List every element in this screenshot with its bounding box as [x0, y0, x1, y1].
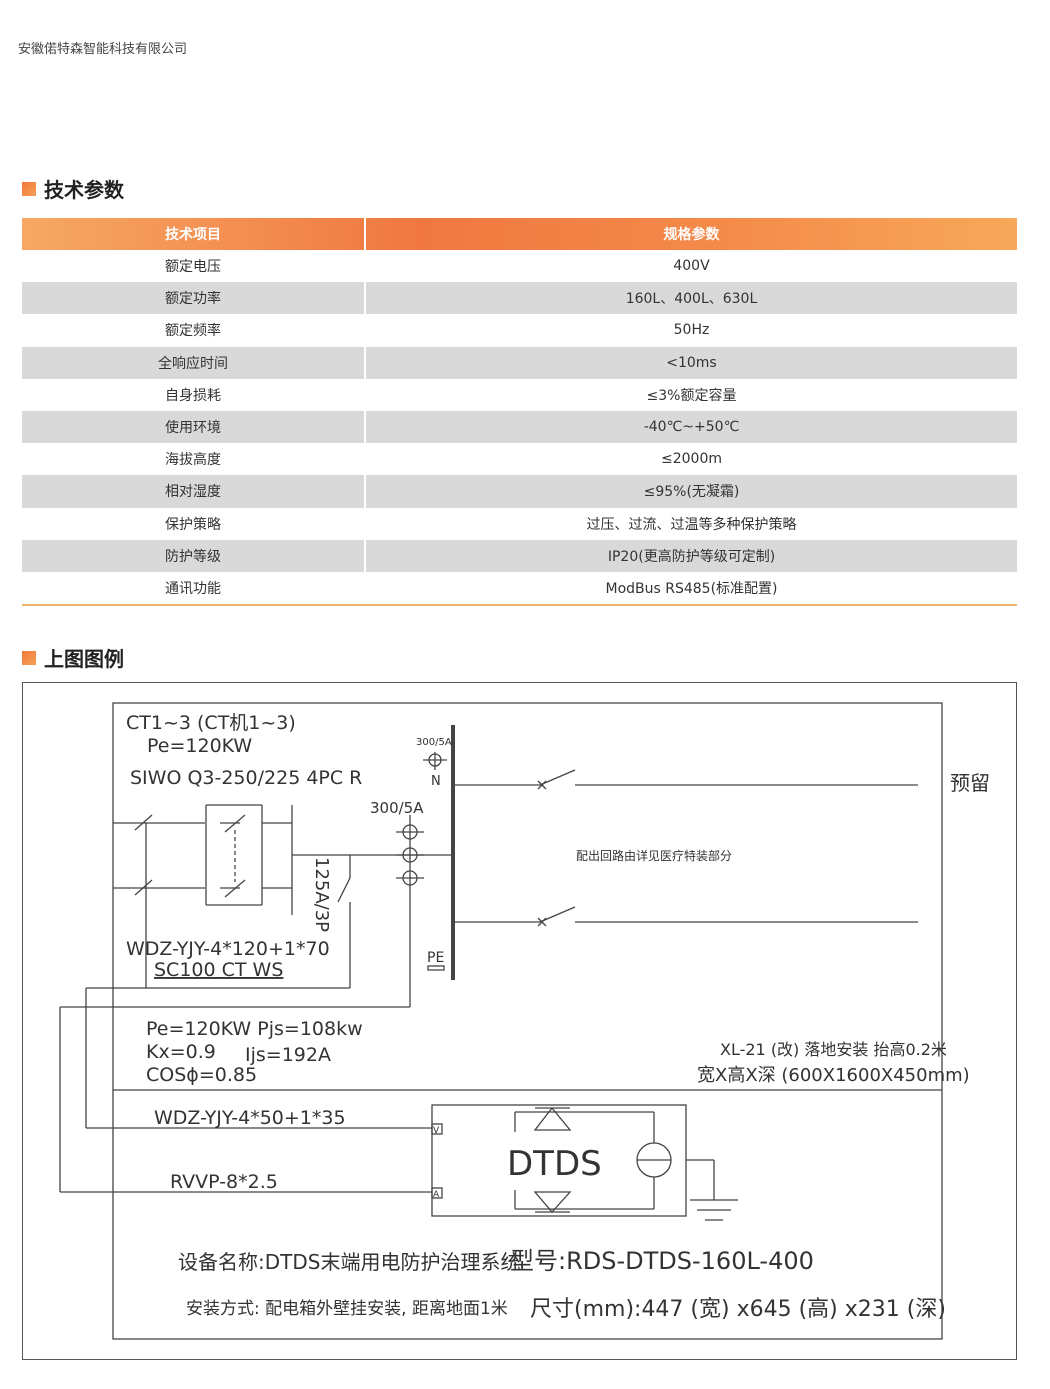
ct-small-label: 300/5A	[416, 737, 452, 748]
table-cell: 海拔高度	[165, 452, 221, 469]
cable-signal: RVVP-8*2.5	[170, 1171, 278, 1193]
diagram-frame	[22, 682, 1017, 1360]
table-cell: 相对湿度	[165, 484, 221, 501]
table-cell: ≤95%(无凝霜)	[364, 475, 1017, 508]
table-row: 额定功率 160L、400L、630L	[22, 282, 1017, 315]
calc-line1: Pe=120KW Pjs=108kw	[146, 1018, 363, 1040]
table-cell: IP20(更高防护等级可定制)	[364, 539, 1017, 572]
table-cell: -40℃~+50℃	[364, 410, 1017, 444]
ct-main-label: 300/5A	[370, 799, 424, 817]
section-title-diagram: 上图图例	[22, 643, 124, 672]
table-cell: 160L、400L、630L	[364, 282, 1017, 315]
table-cell: ModBus RS485(标准配置)	[364, 571, 1017, 605]
pe-rating: Pe=120KW	[147, 735, 252, 757]
model-number: 型号:RDS-DTDS-160L-400	[510, 1247, 814, 1275]
table-cell: 使用环境	[165, 420, 221, 437]
table-row: 额定频率 50Hz	[22, 314, 1017, 347]
table-cell: 400V	[364, 250, 1017, 283]
table-cell: <10ms	[364, 346, 1017, 379]
calc-kx: Kx=0.9	[146, 1041, 216, 1063]
table-row: 防护等级 IP20(更高防护等级可定制)	[22, 539, 1017, 572]
table-header: 技术项目 规格参数	[22, 218, 1017, 250]
column-header: 规格参数	[364, 218, 1017, 250]
table-cell: 防护等级	[165, 548, 221, 565]
pe-bar-label: PE	[427, 950, 444, 966]
table-cell: ≤3%额定容量	[364, 378, 1017, 411]
reserved-label: 预留	[950, 771, 990, 795]
cabinet-size: 宽X高X深 (600X1600X450mm)	[697, 1065, 970, 1086]
device-dimensions: 尺寸(mm):447 (宽) x645 (高) x231 (深)	[530, 1297, 946, 1322]
section-title-text: 技术参数	[44, 178, 124, 202]
install-method: 安装方式: 配电箱外壁挂安装, 距离地面1米	[186, 1299, 508, 1319]
table-row: 相对湿度 ≤95%(无凝霜)	[22, 475, 1017, 508]
table-cell: 自身损耗	[165, 387, 221, 404]
table-row: 额定电压 400V	[22, 250, 1017, 283]
panel-outline	[112, 702, 943, 1340]
table-cell: 通讯功能	[165, 580, 221, 597]
table-cell: 过压、过流、过温等多种保护策略	[364, 507, 1017, 540]
company-name: 安徽偌特森智能科技有限公司	[18, 42, 188, 57]
spec-table: 技术项目 规格参数 额定电压 400V 额定功率 160L、400L、630L 额定…	[22, 218, 1017, 607]
neutral-label: N	[431, 774, 441, 789]
column-header: 技术项目	[165, 227, 221, 243]
table-row: 使用环境 -40℃~+50℃	[22, 410, 1017, 444]
device-name: 设备名称:DTDS末端用电防护治理系统	[178, 1250, 520, 1274]
breaker-model: SIWO Q3-250/225 4PC R	[130, 767, 362, 789]
table-bottom-rule	[22, 604, 1017, 607]
table-cell: ≤2000m	[364, 443, 1017, 476]
table-row: 保护策略 过压、过流、过温等多种保护策略	[22, 507, 1017, 540]
cabinet-model: XL-21 (改) 落地安装 抬高0.2米	[720, 1040, 947, 1059]
table-row: 海拔高度 ≤2000m	[22, 443, 1017, 476]
cable-main: WDZ-YJY-4*120+1*70	[126, 938, 330, 960]
section-marker-icon	[22, 181, 36, 196]
calc-ijs: Ijs=192A	[245, 1044, 331, 1066]
table-cell: 保护策略	[165, 516, 221, 533]
port-v-label: V	[433, 1126, 440, 1136]
section-marker-icon	[22, 650, 36, 665]
table-cell: 额定电压	[165, 259, 221, 276]
section-title-specs: 技术参数	[22, 174, 124, 203]
port-a-label: A	[433, 1190, 440, 1200]
conduit-label: SC100 CT WS	[154, 959, 283, 981]
table-row: 自身损耗 ≤3%额定容量	[22, 378, 1017, 411]
table-row: 全响应时间 <10ms	[22, 346, 1017, 379]
table-cell: 额定功率	[165, 291, 221, 308]
dtds-label: DTDS	[507, 1144, 602, 1184]
switch-rating: 125A/3P	[311, 857, 332, 932]
calc-cos: COSϕ=0.85	[146, 1064, 257, 1086]
table-cell: 50Hz	[364, 314, 1017, 347]
ct-label: CT1~3 (CT机1~3)	[126, 712, 296, 734]
cable-dtds: WDZ-YJY-4*50+1*35	[154, 1107, 346, 1129]
table-cell: 额定频率	[165, 323, 221, 340]
branch-note: 配出回路由详见医疗特装部分	[576, 848, 732, 863]
table-row: 通讯功能 ModBus RS485(标准配置)	[22, 571, 1017, 605]
section-title-text: 上图图例	[44, 647, 124, 671]
table-cell: 全响应时间	[158, 355, 228, 372]
